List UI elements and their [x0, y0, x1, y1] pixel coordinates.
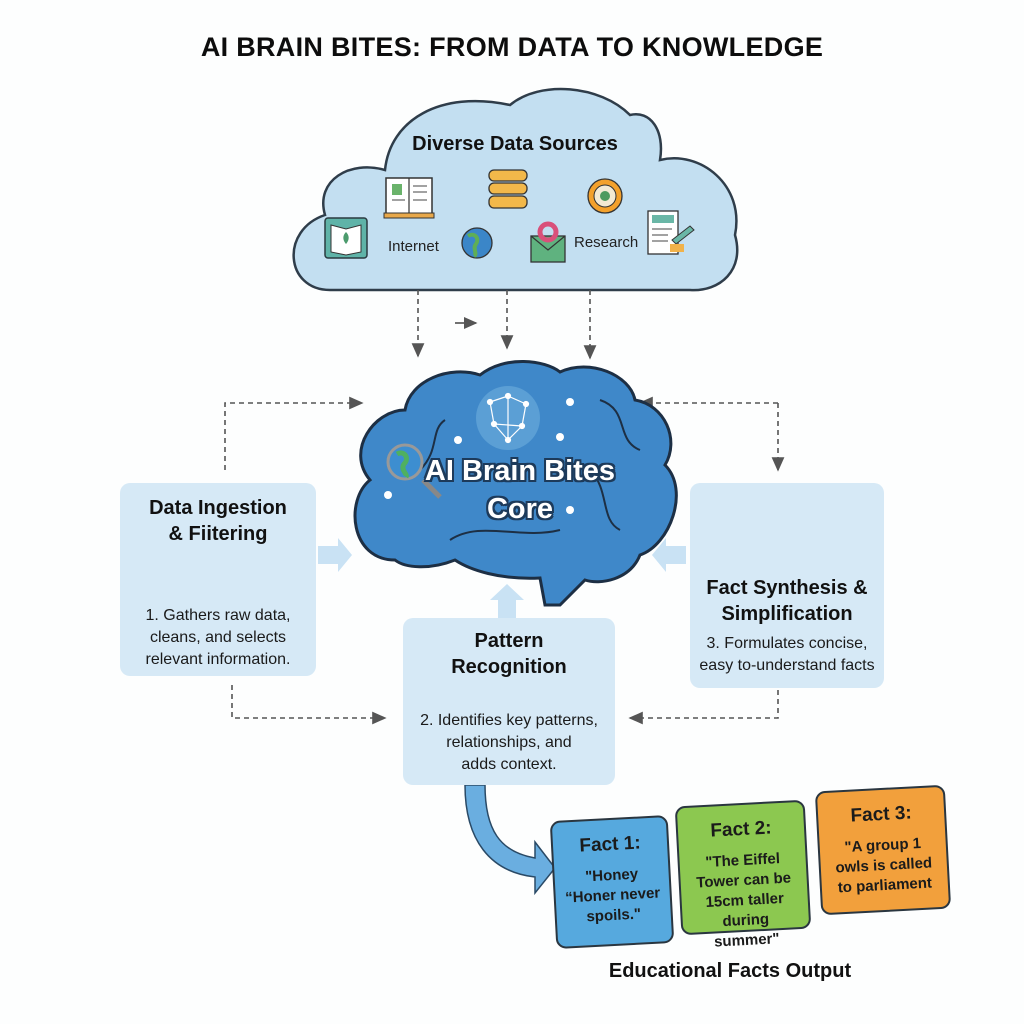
step-3-title-line-2: Simplification: [721, 603, 853, 625]
fact-1-text: "Honey “Honer never spoils.": [564, 865, 661, 926]
step-3-title: Fact Synthesis & Simplification: [690, 575, 884, 627]
fact-2-title: Fact 2:: [709, 817, 773, 842]
core-line-2: Core: [486, 493, 554, 525]
sources-title: Diverse Data Sources: [412, 133, 618, 155]
step-3-text-line: easy to-understand facts: [699, 657, 875, 674]
brain-folds: [419, 399, 641, 541]
step-2-text-line: adds context.: [461, 756, 557, 773]
step-2-title: Pattern Recognition: [403, 628, 615, 680]
fact-2-text: "The Eiffel Tower can be 15cm taller dur…: [695, 850, 792, 951]
step-3-text-line: 3. Formulates concise,: [706, 635, 868, 652]
source-to-core-arrows: [411, 290, 597, 360]
magnifier-globe-icon: [386, 443, 442, 499]
fact-card-3: Fact 3: "A group 1 owls is called to par…: [814, 784, 952, 916]
step-3-title-line-1: Fact Synthesis &: [706, 577, 868, 599]
step-1-text-line: 1. Gathers raw data,: [145, 607, 291, 624]
feedback-arrows: [224, 396, 785, 725]
step-1-text-line: relevant information.: [145, 651, 291, 668]
target-badge-icon: [587, 178, 623, 214]
step-fact-synthesis: Fact Synthesis & Simplification 3. Formu…: [690, 483, 884, 688]
step-1-title-line-2: & Fiitering: [168, 523, 268, 545]
email-icon: [530, 221, 566, 263]
step-1-title: Data Ingestion & Fiitering: [120, 495, 316, 547]
book-plant-icon: [324, 217, 368, 259]
internet-label: Internet: [388, 238, 439, 255]
step-2-text-line: relationships, and: [446, 734, 572, 751]
step-2-title-line-2: Recognition: [451, 656, 567, 678]
globe-icon: [461, 227, 493, 259]
research-label: Research: [574, 234, 639, 251]
output-curved-arrow: [464, 784, 556, 896]
step-data-ingestion: Data Ingestion & Fiitering 1. Gathers ra…: [120, 483, 316, 676]
fact-1-title: Fact 1:: [578, 832, 642, 857]
step-1-text-line: cleans, and selects: [149, 629, 287, 646]
core-label: AI Brain Bites Core: [385, 452, 655, 528]
page-title: AI BRAIN BITES: FROM DATA TO KNOWLEDGE: [200, 32, 824, 62]
fact-3-title: Fact 3:: [850, 802, 913, 827]
step-1-title-line-1: Data Ingestion: [149, 497, 287, 519]
step-2-title-line-1: Pattern: [474, 630, 544, 652]
core-line-1: AI Brain Bites: [424, 455, 616, 487]
block-arrows: [318, 538, 686, 620]
neuron-dots: [384, 398, 574, 514]
open-book-icon: [383, 177, 435, 219]
document-pen-icon: [647, 210, 695, 255]
step-2-text-line: 2. Identifies key patterns,: [420, 712, 598, 729]
brain-shape: [353, 360, 678, 607]
output-label: Educational Facts Output: [608, 960, 852, 982]
fact-3-text: "A group 1 owls is called to parliament: [835, 835, 933, 897]
fact-card-2: Fact 2: "The Eiffel Tower can be 15cm ta…: [674, 799, 812, 951]
network-globe-icon: [476, 386, 540, 450]
database-icon: [488, 169, 528, 209]
fact-card-1: Fact 1: "Honey “Honer never spoils.": [549, 814, 675, 950]
step-pattern-recognition: Pattern Recognition 2. Identifies key pa…: [403, 618, 615, 785]
